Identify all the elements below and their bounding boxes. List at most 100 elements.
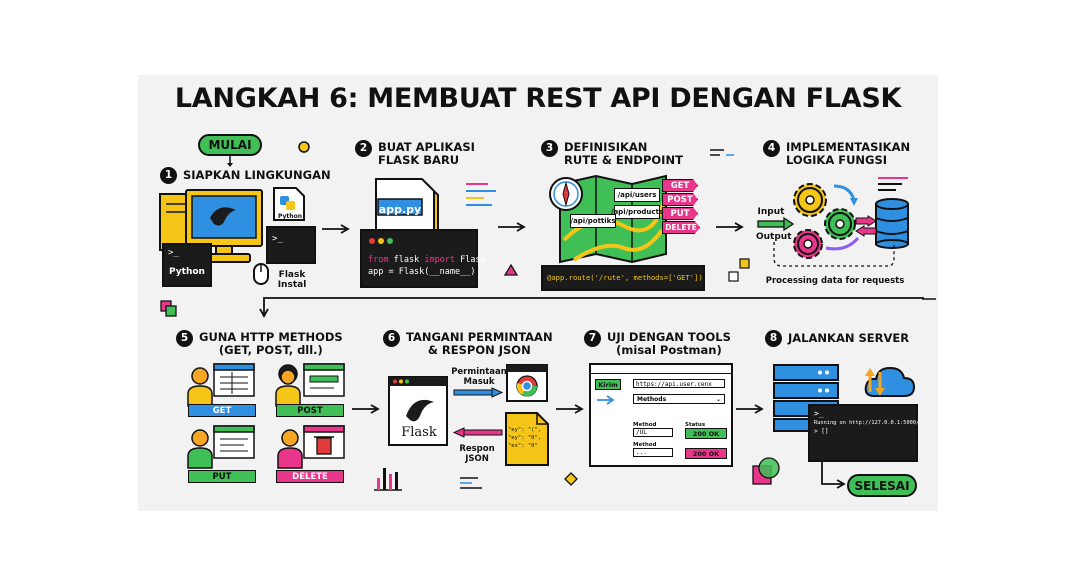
start-pill: MULAI xyxy=(198,134,262,156)
step-3-title: DEFINISIKAN xyxy=(564,140,648,154)
app-file-name: app.py xyxy=(378,203,422,216)
method-tag-delete-text: DELETE xyxy=(665,223,697,232)
step-1-title: SIAPKAN LINGKUNGAN xyxy=(183,168,331,182)
arrow-2-to-3 xyxy=(498,222,526,232)
status-column-header: Status xyxy=(685,422,706,428)
route-pottiks-text: /api/pottiks xyxy=(570,217,616,225)
step-1-number: 1 xyxy=(160,167,177,184)
code-line-1: from flask import Flask xyxy=(368,255,486,265)
db-arrows xyxy=(855,215,877,237)
arrow-5-to-6 xyxy=(352,404,380,414)
flask-window xyxy=(388,376,448,446)
decor-lines-2 xyxy=(466,183,496,206)
code-class: Flask xyxy=(460,255,486,265)
status-ok-1-text: 200 OK xyxy=(692,429,720,438)
sync-arrows-icon xyxy=(865,368,885,396)
json-file-icon xyxy=(505,412,549,466)
decor-lines-6 xyxy=(460,477,482,489)
step-8-heading: 8 JALANKAN SERVER xyxy=(765,330,909,347)
method-column-header: Method xyxy=(633,422,657,428)
route-pottiks: /api/pottiks xyxy=(570,214,616,228)
route-users-text: /api/users xyxy=(617,191,657,199)
step-7-heading: 7 UJI DENGAN TOOLS(misal Postman) xyxy=(584,330,731,357)
step-4-title: IMPLEMENTASIKAN xyxy=(786,140,911,154)
step-8-number: 8 xyxy=(765,330,782,347)
http-post-text: POST xyxy=(297,405,323,416)
browser-icon xyxy=(506,364,548,402)
send-button-label: Kirim xyxy=(598,380,618,389)
code-kw-import: import xyxy=(424,255,456,265)
http-put-text: PUT xyxy=(212,471,232,482)
methods-select[interactable]: Methods ⌄ xyxy=(633,394,725,404)
arrow-1-to-2 xyxy=(322,224,350,234)
method-value-box: /UL xyxy=(633,428,673,437)
send-arrow-icon xyxy=(597,395,615,405)
python-terminal-label: Python xyxy=(169,267,205,277)
method-tag-post-text: POST xyxy=(667,194,693,205)
step-5-subtitle: (GET, POST, dll.) xyxy=(218,343,323,357)
step-6-title: TANGANI PERMINTAAN xyxy=(406,330,553,344)
decor-lines-4 xyxy=(878,177,908,191)
step-2-number: 2 xyxy=(355,140,372,157)
decor-circle-yellow xyxy=(298,141,310,153)
methods-select-value: Methods xyxy=(637,396,667,403)
end-arrow xyxy=(821,460,846,489)
code-line-2: app = Flask(__name__) xyxy=(368,267,476,277)
route-products-text: /api/products xyxy=(610,208,664,216)
step-3-subtitle: RUTE & ENDPOINT xyxy=(564,153,683,167)
request-arrow xyxy=(453,387,504,398)
status-ok-2-text: 200 OK xyxy=(692,449,720,458)
request-label: Permintaan Masuk xyxy=(450,367,508,387)
decor-dashes-3 xyxy=(710,149,734,156)
arrow-6-to-7 xyxy=(556,404,584,414)
step-7-title-wrap: UJI DENGAN TOOLS(misal Postman) xyxy=(607,330,731,357)
method-tag-get: GET xyxy=(662,179,698,192)
method-column-header-2: Method xyxy=(633,442,657,448)
step-6-title-wrap: TANGANI PERMINTAAN& RESPON JSON xyxy=(406,330,553,357)
http-get-illustration xyxy=(187,363,255,407)
chevron-down-icon: ⌄ xyxy=(715,396,721,403)
response-label: Respon JSON xyxy=(452,444,502,464)
server-terminal: >_ Running on http://127.0.0.1:5000/ > [… xyxy=(808,404,920,462)
route-users: /api/users xyxy=(614,188,660,202)
step-8-title: JALANKAN SERVER xyxy=(788,331,910,345)
processing-loop xyxy=(773,242,895,267)
step-6-subtitle: & RESPON JSON xyxy=(427,343,531,357)
request-label-1: Permintaan xyxy=(451,367,507,377)
route-decorator-text: @app.route('/rute', methods=['GET']) xyxy=(547,273,703,282)
step-5-number: 5 xyxy=(176,330,193,347)
decor-dots-4 xyxy=(922,298,936,300)
step-7-title: UJI DENGAN TOOLS xyxy=(607,330,731,344)
route-decorator: @app.route('/rute', methods=['GET']) xyxy=(541,265,705,291)
postman-titlebar xyxy=(591,365,731,374)
python-file-icon xyxy=(273,187,305,221)
input-arrow xyxy=(757,216,795,232)
step-5-title-wrap: GUNA HTTP METHODS(GET, POST, dll.) xyxy=(199,330,343,357)
step-2-title: BUAT APLIKASI xyxy=(378,140,475,154)
server-running-text: Running on http://127.0.0.1:5000/ xyxy=(814,420,920,426)
decor-squares-4 xyxy=(728,258,750,282)
end-label: SELESAI xyxy=(854,478,910,493)
gears-icon xyxy=(793,183,860,259)
http-delete-tag: DELETE xyxy=(276,470,344,483)
flask-terminal-prompt: >_ xyxy=(272,234,283,244)
step-4-subtitle: LOGIKA FUNGSI xyxy=(786,153,888,167)
arrow-7-to-8 xyxy=(736,404,764,414)
input-label: Input xyxy=(757,207,785,217)
output-label: Output xyxy=(756,232,792,242)
response-label-1: Respon xyxy=(459,444,495,454)
decor-shape-8 xyxy=(752,457,780,485)
status-ok-badge-2: 200 OK xyxy=(685,448,727,459)
database-icon xyxy=(875,198,909,249)
flask-install-label: Flask Instal xyxy=(272,270,312,290)
send-button[interactable]: Kirim xyxy=(595,379,621,390)
decor-bars-6 xyxy=(374,468,402,491)
response-label-2: JSON xyxy=(465,454,489,464)
method-tag-get-text: GET xyxy=(670,180,690,191)
url-input[interactable]: https://api.user.cenx xyxy=(633,379,725,388)
http-post-illustration xyxy=(275,363,345,407)
json-preview: "ey": "(", "ey": "0", "es": "0" xyxy=(508,427,542,449)
